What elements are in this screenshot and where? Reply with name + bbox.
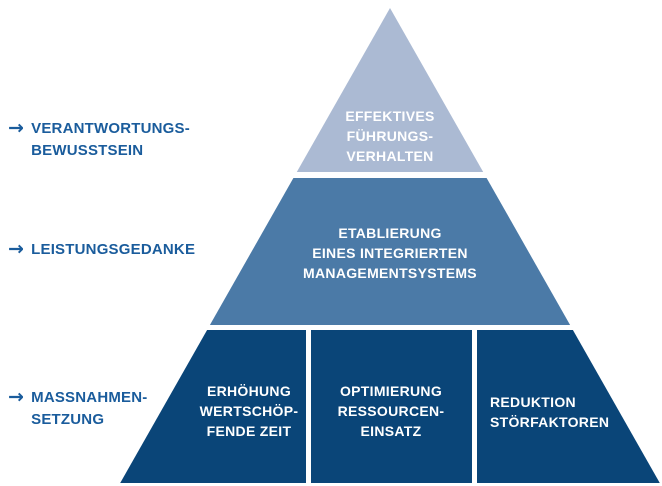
level-3-right-line: STÖRFAKTOREN (490, 414, 610, 430)
side-label-leistungsgedanke: → LEISTUNGSGEDANKE (8, 239, 195, 261)
side-label-line: LEISTUNGSGEDANKE (31, 241, 196, 258)
level-3-right-text: REDUKTION STÖRFAKTOREN (490, 392, 650, 432)
level-2-line: ETABLIERUNG (338, 225, 442, 241)
side-label-line: SETZUNG (31, 411, 105, 428)
side-label-line: VERANTWORTUNGS- (31, 120, 190, 137)
pyramid-level-1-shape (296, 8, 484, 172)
level-2-line: EINES INTEGRIERTEN (312, 245, 468, 261)
side-label-line: BEWUSSTSEIN (31, 142, 144, 159)
pyramid-level-2-shape (209, 178, 571, 325)
level-2-text: ETABLIERUNG EINES INTEGRIERTEN MANAGEMEN… (280, 223, 500, 283)
level-3-left-text: ERHÖHUNG WERTSCHÖP- FENDE ZEIT (184, 381, 314, 441)
level-1-line: VERHALTEN (346, 148, 434, 164)
level-3-middle-line: OPTIMIERUNG (339, 383, 443, 399)
pyramid-level-3-left-shape (120, 330, 306, 483)
arrow-right-icon: → (8, 117, 25, 139)
level-3-left-line: WERTSCHÖP- (199, 403, 299, 419)
side-label-line: MASSNAHMEN- (31, 389, 148, 406)
level-3-middle-line: RESSOURCEN- (337, 403, 445, 419)
level-3-middle-line: EINSATZ (360, 423, 422, 439)
level-3-middle-text: OPTIMIERUNG RESSOURCEN- EINSATZ (321, 381, 461, 441)
pyramid-level-3-right-shape (477, 330, 660, 483)
side-label-text: VERANTWORTUNGS- BEWUSSTSEIN (31, 118, 190, 162)
level-3-left-line: ERHÖHUNG (206, 383, 292, 399)
arrow-right-icon: → (8, 238, 25, 260)
level-1-line: FÜHRUNGS- (346, 128, 434, 144)
side-label-massnahmensetzung: → MASSNAHMEN- SETZUNG (8, 387, 148, 431)
arrow-right-icon: → (8, 386, 25, 408)
level-1-text: EFFEKTIVES FÜHRUNGS- VERHALTEN (300, 106, 480, 166)
level-1-line: EFFEKTIVES (345, 108, 435, 124)
side-label-verantwortungsbewusstsein: → VERANTWORTUNGS- BEWUSSTSEIN (8, 118, 190, 162)
level-3-right-line: REDUKTION (490, 394, 576, 410)
level-3-left-line: FENDE ZEIT (206, 423, 292, 439)
level-2-line: MANAGEMENTSYSTEMS (303, 265, 477, 281)
side-label-text: MASSNAHMEN- SETZUNG (31, 387, 147, 431)
side-label-text: LEISTUNGSGEDANKE (31, 239, 195, 261)
pyramid-level-3-middle-shape (311, 330, 472, 483)
